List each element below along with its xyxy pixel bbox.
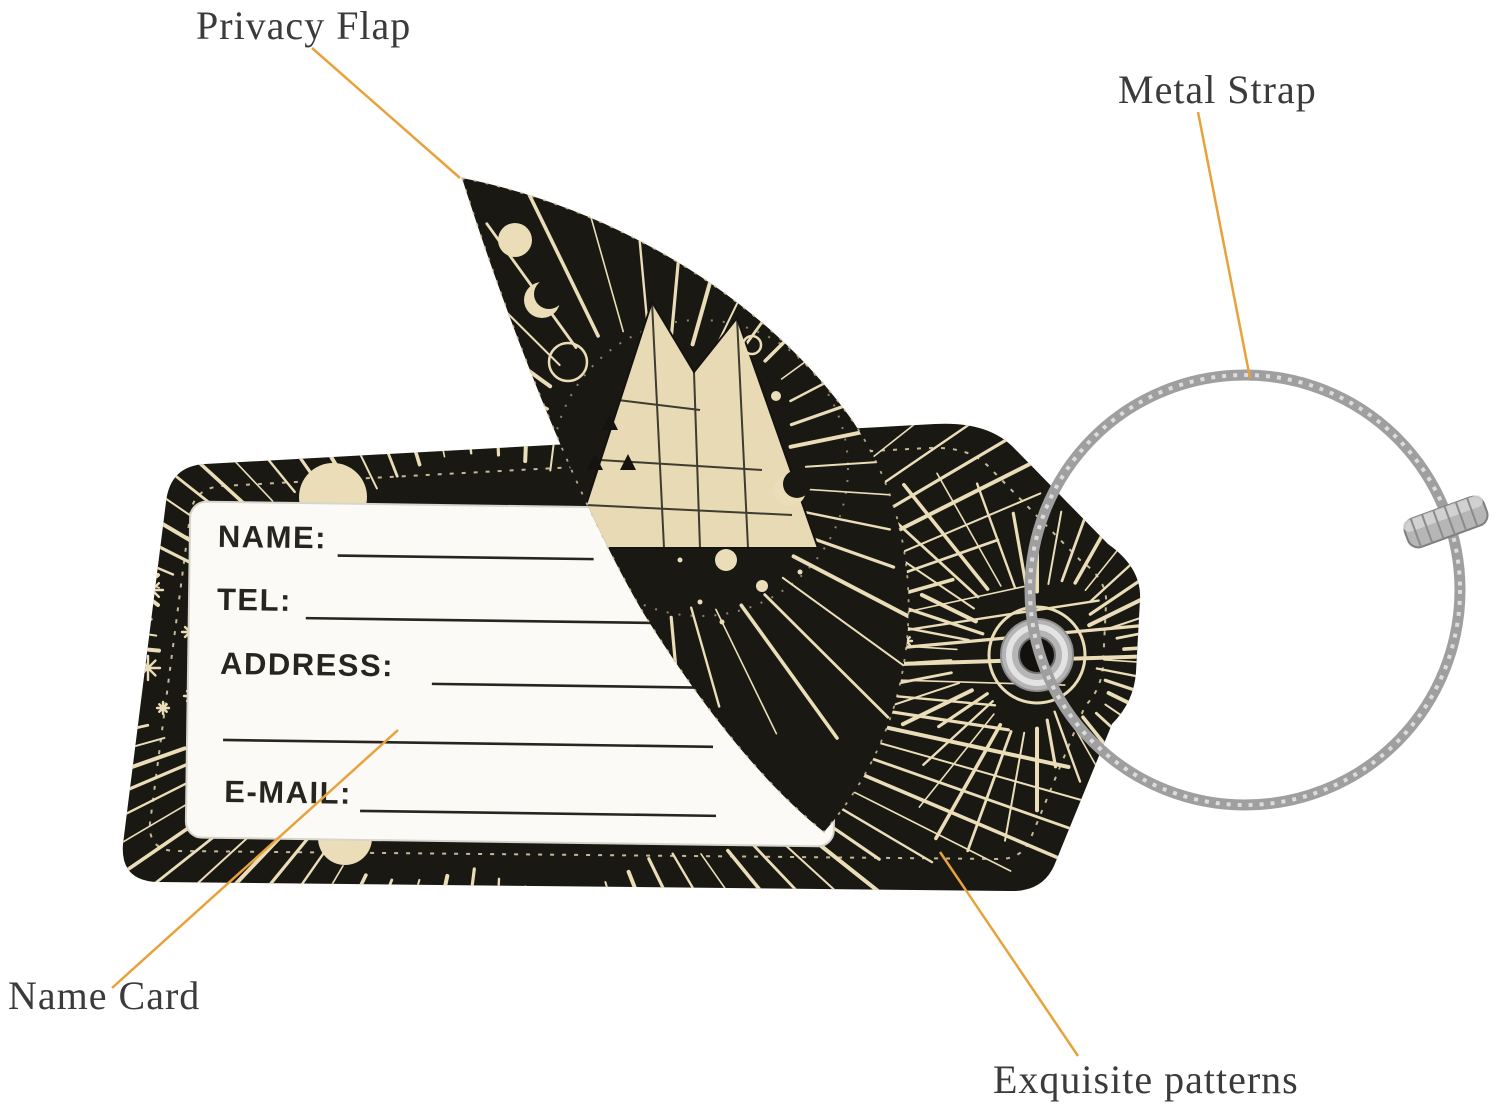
leader-lines xyxy=(111,47,1252,1057)
crescent-moon-shadow xyxy=(783,470,811,498)
star-dot xyxy=(697,599,703,605)
star-dot xyxy=(719,619,725,625)
moon-phase-full xyxy=(498,223,532,257)
planet-outline xyxy=(741,334,763,356)
leader-name-card xyxy=(111,729,399,989)
label-privacy-flap: Privacy Flap xyxy=(196,3,412,48)
planet-large xyxy=(715,549,737,571)
mountain-trees xyxy=(587,414,636,470)
moon-phase-new xyxy=(547,341,589,383)
label-metal-strap: Metal Strap xyxy=(1118,67,1317,112)
tag-stitching xyxy=(148,446,1108,861)
star-dot xyxy=(797,569,803,575)
mountain-hatching xyxy=(585,301,793,549)
metal-strap-ring xyxy=(1024,369,1489,811)
planet-tiny xyxy=(756,580,768,592)
dotted-halo xyxy=(551,319,849,617)
moon-phase-crescent-shadow xyxy=(534,279,564,309)
leader-exquisite-patterns xyxy=(938,851,1080,1057)
clasp-ridges xyxy=(1409,497,1479,548)
label-exquisite-patterns: Exquisite patterns xyxy=(993,1057,1299,1102)
card-field-name: NAME: xyxy=(218,519,328,556)
wire-loop-braid xyxy=(1028,373,1462,807)
leader-privacy-flap xyxy=(311,47,461,179)
card-field-tel: TEL: xyxy=(217,582,292,618)
flap-stitching xyxy=(460,176,910,834)
grommet-cream-ring xyxy=(987,605,1087,705)
planet-small xyxy=(771,391,781,401)
card-write-in-lines xyxy=(223,554,717,818)
label-name-card: Name Card xyxy=(8,973,201,1018)
clasp-highlight xyxy=(1403,495,1483,532)
strap-clasp xyxy=(1403,495,1489,549)
star-dot xyxy=(677,557,683,563)
card-field-address: ADDRESS: xyxy=(220,646,394,683)
card-field-email: E-MAIL: xyxy=(224,774,352,811)
leader-metal-strap xyxy=(1196,111,1252,379)
